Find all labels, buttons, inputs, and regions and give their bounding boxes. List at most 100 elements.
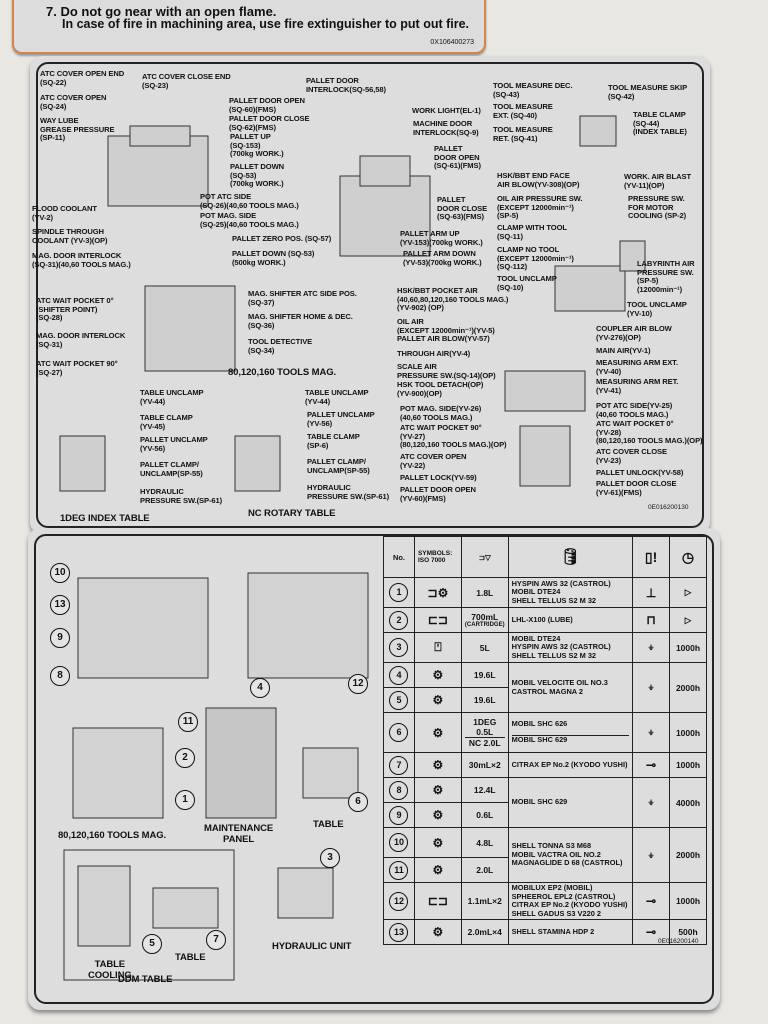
callout-number: 5	[142, 934, 162, 954]
oil-brand-text: MOBIL VELOCITE OIL NO.3 CASTROL MAGNA 2	[511, 677, 608, 696]
callout-label: MEASURING ARM RET. (YV-41)	[596, 377, 679, 395]
callout-number: 1	[175, 790, 195, 810]
callout-label: MAIN AIR(YV-1)	[596, 346, 651, 355]
callout-label: PALLET AIR BLOW(YV-57)	[397, 334, 490, 343]
drain-refill-icon: ⍖	[632, 777, 670, 828]
callout-label: SCALE AIR PRESSURE SW.(SQ-14)(OP)	[397, 362, 496, 380]
callout-label: HYDRAULIC PRESSURE SW.(SP-61)	[307, 483, 390, 501]
callout-label: ATC COVER OPEN (YV-22)	[400, 452, 467, 470]
machine-magazine-drawing	[72, 727, 164, 819]
oil-brand: HYSPIN AWS 32 (CASTROL) MOBIL DTE24 SHEL…	[507, 577, 634, 608]
callout-label: CLAMP NO TOOL (EXCEPT 12000min⁻¹) (SQ-11…	[497, 245, 574, 272]
callout-label: TOOL MEASURE RET. (SQ-41)	[493, 125, 553, 143]
table-row: 5⚙19.6L	[383, 687, 707, 713]
quantity: 19.6L	[460, 662, 509, 688]
machine-front-drawing	[77, 577, 209, 679]
gear-oil-icon: ⚙	[413, 919, 462, 946]
interval: 2000h	[669, 662, 707, 713]
callout-label: CLAMP WITH TOOL (SQ-11)	[497, 223, 567, 241]
callout-number: 11	[178, 712, 198, 732]
callout-label: POT ATC SIDE(YV-25) (40,60 TOOLS MAG.)	[596, 401, 673, 419]
callout-label: PALLET ZERO POS. (SQ-57)	[232, 234, 332, 243]
callout-label: WORK LIGHT(EL-1)	[412, 106, 481, 115]
callout-label: MAG. DOOR INTERLOCK (SQ-31)(40,60 TOOLS …	[32, 251, 131, 269]
gear-oil-bath-icon: ⚙	[413, 687, 462, 713]
callout-label: HSK/BBT POCKET AIR (40,60,80,120,160 TOO…	[397, 286, 509, 313]
callout-label: PALLET DOWN (SQ-53) (700kg WORK.)	[230, 162, 285, 189]
callout-label: SPINDLE THROUGH COOLANT (YV-3)(OP)	[32, 227, 108, 245]
callout-number: 7	[206, 930, 226, 950]
diagram-label: DDM TABLE	[118, 974, 173, 985]
callout-label: PALLET CLAMP/ UNCLAMP(SP-55)	[140, 460, 203, 478]
callout-label: OIL AIR PRESSURE SW. (EXCEPT 12000min⁻¹)…	[497, 194, 583, 221]
oil-brand-text: MOBILUX EP2 (MOBIL) SPHEEROL EPL2 (CASTR…	[511, 883, 628, 918]
tool-magazine-drawing	[144, 285, 236, 372]
ddm-table-frame	[63, 849, 235, 981]
callout-label: MAG. SHIFTER ATC SIDE POS. (SQ-37)	[248, 289, 357, 307]
item-number: 5	[383, 687, 415, 713]
callout-number: 4	[250, 678, 270, 698]
quantity: 12.4L	[460, 777, 509, 803]
item-number: 12	[383, 881, 415, 921]
quantity: 1.1mL×2	[460, 881, 509, 921]
hydraulic-unit-drawing	[277, 867, 334, 919]
drain-refill-icon: ⍖	[632, 632, 670, 663]
callout-label: ATC WAIT POCKET 90° (YV-27) (80,120,160 …	[400, 423, 507, 450]
gear-oil-icon: ⚙	[413, 712, 462, 753]
sensor-valve-location-label: ATC COVER OPEN END (SQ-22)ATC COVER CLOS…	[30, 56, 710, 534]
callout-label: TABLE CLAMP (SP-6)	[307, 432, 360, 450]
callout-label: TOOL MEASURE SKIP (SQ-42)	[608, 83, 688, 101]
item-number: 7	[383, 752, 415, 778]
oil-brand-text: MOBIL SHC 629	[511, 797, 568, 807]
quantity-value: 700mL	[471, 612, 499, 622]
callout-label: POT ATC SIDE (SQ-26)(40,60 TOOLS MAG.)	[200, 192, 299, 210]
quantity-value: 2.0L	[476, 865, 494, 875]
callout-label: TOOL DETECTIVE (SQ-34)	[248, 337, 313, 355]
table-row: 11⚙2.0L	[383, 857, 707, 883]
interval: ▷	[669, 607, 707, 633]
callout-label: ATC COVER CLOSE END (SQ-23)	[142, 72, 231, 90]
callout-number: 2	[175, 748, 195, 768]
diagram-label: HYDRAULIC UNIT	[272, 941, 352, 952]
lubrication-point-diagrams	[63, 572, 369, 981]
interval: 1000h	[669, 632, 707, 663]
fire-warning-label: 7. Do not go near with an open flame. In…	[12, 0, 486, 54]
callout-label: WAY LUBE GREASE PRESSURE (SP-11)	[40, 116, 115, 143]
lube-cartridge-icon: ⊏⊐	[413, 607, 462, 633]
item-number-circle: 13	[389, 922, 409, 942]
warning-label-code: 0X106400273	[430, 39, 474, 46]
machining-center-pallet-drawing	[339, 175, 431, 257]
callout-label: TABLE UNCLAMP (YV-44)	[140, 388, 204, 406]
gear-oil-icon: ⚙	[413, 802, 462, 828]
item-number-circle: 2	[389, 610, 409, 630]
item-number: 2	[383, 607, 415, 633]
callout-label: ATC COVER CLOSE (YV-23)	[596, 447, 667, 465]
table-drawing	[302, 747, 359, 799]
item-number: 8	[383, 777, 415, 803]
item-number: 4	[383, 662, 415, 688]
callout-label: 80,120,160 TOOLS MAG.	[228, 367, 337, 378]
callout-label: TABLE UNCLAMP (YV-44)	[305, 388, 369, 406]
callout-number: 10	[50, 563, 70, 583]
table-row: 4⚙ 19.6L MOBIL VELOCITE OIL NO.3 CASTROL M…	[383, 662, 707, 713]
oil-brand: MOBIL VELOCITE OIL NO.3 CASTROL MAGNA 2	[507, 662, 634, 713]
callout-label: PALLET DOOR CLOSE (SQ-63)(FMS)	[437, 195, 488, 222]
quantity-value: 19.6L	[473, 670, 496, 680]
diagram-label: MAINTENANCE PANEL	[204, 823, 274, 845]
quantity-value: 4.8L	[476, 837, 494, 848]
callout-label: ATC COVER OPEN (SQ-24)	[40, 93, 107, 111]
quantity: 5L	[460, 632, 509, 663]
callout-number: 13	[50, 595, 70, 615]
item-number-circle: 3	[389, 638, 409, 657]
item-number-circle: 6	[389, 723, 409, 742]
label-frame	[34, 534, 714, 1004]
table-row: 2⊏⊐700mL(CARTRIDGE)LHL-X100 (LUBE)⊓▷	[383, 607, 707, 633]
item-number-circle: 10	[389, 833, 409, 852]
callout-number: 6	[348, 792, 368, 812]
quantity-value: 12.4L	[473, 785, 496, 795]
